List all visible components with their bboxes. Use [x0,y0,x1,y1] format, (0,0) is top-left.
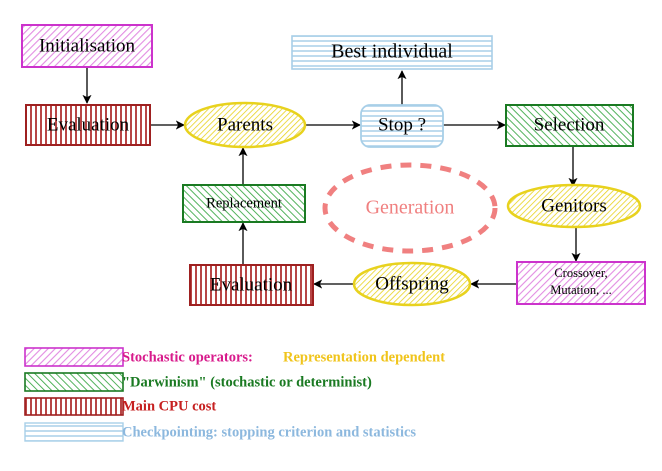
nodes-layer: Initialisation Evaluation Parents Best i… [21,24,646,307]
legend-swatch-red-vertical [24,397,124,416]
node-stop-shape [360,104,444,148]
node-initialisation[interactable]: Initialisation [21,24,153,68]
edges-layer [82,67,581,289]
node-crossover-label: Crossover, [554,266,607,280]
node-replacement-label: Replacement [206,195,282,211]
legend-item-main-cpu-cost: Main CPU cost [24,397,216,416]
node-selection-label: Selection [534,114,605,135]
node-best-individual-label: Best individual [331,41,453,63]
legend-label-main-cpu-cost: Main CPU cost [122,398,216,414]
generation-marker: Generation [322,162,498,254]
node-parents[interactable]: Parents [183,101,307,149]
node-parents-shape [183,101,307,149]
legend-label-representation-dependent: Representation dependent [283,349,445,365]
legend-item-stochastic-operators: Stochastic operators: Representation dep… [24,347,445,367]
legend-label-darwinism: "Darwinism" (stochastic or determinist) [122,374,372,390]
legend-swatch-blue-horizontal [24,422,124,442]
legend-item-darwinism: "Darwinism" (stochastic or determinist) [24,372,372,392]
node-selection[interactable]: Selection [505,104,634,147]
node-genitors[interactable]: Genitors [506,183,642,229]
generation-label: Generation [366,197,455,219]
legend-swatch-magenta-diagonal [24,347,124,367]
node-best-individual[interactable]: Best individual [291,35,493,70]
legend-label-checkpointing: Checkpointing: stopping criterion and st… [122,424,416,440]
node-offspring-label: Offspring [375,273,449,294]
node-selection-shape [505,104,634,147]
node-evaluation-bottom-shape [189,264,314,306]
node-mutation-label: Mutation, ... [550,283,611,297]
node-offspring-shape [352,261,472,307]
node-offspring[interactable]: Offspring [352,261,472,307]
node-initialisation-label: Initialisation [39,35,136,56]
legend-item-checkpointing: Checkpointing: stopping criterion and st… [24,422,416,442]
generation-dashed-ellipse [322,162,498,254]
legend-swatch-green-diagonal [24,372,124,392]
node-genitors-label: Genitors [541,195,606,216]
legend: Stochastic operators: Representation dep… [24,347,445,442]
node-evaluation-bottom-label: Evaluation [210,274,293,295]
node-replacement[interactable]: Replacement [182,184,306,223]
legend-label-stochastic-operators: Stochastic operators: [122,349,253,365]
node-initialisation-shape [21,24,153,68]
node-replacement-shape [182,184,306,223]
node-best-individual-shape [291,35,493,70]
node-genitors-shape [506,183,642,229]
node-evaluation-top[interactable]: Evaluation [25,104,151,146]
node-crossover-mutation[interactable]: Crossover, Mutation, ... [516,261,646,305]
node-parents-label: Parents [217,114,273,135]
node-evaluation-top-shape [25,104,151,146]
node-evaluation-bottom[interactable]: Evaluation [189,264,314,306]
node-stop-label: Stop ? [378,114,426,135]
node-evaluation-top-label: Evaluation [47,114,130,135]
node-crossover-mutation-shape [516,261,646,305]
node-stop[interactable]: Stop ? [360,104,444,148]
